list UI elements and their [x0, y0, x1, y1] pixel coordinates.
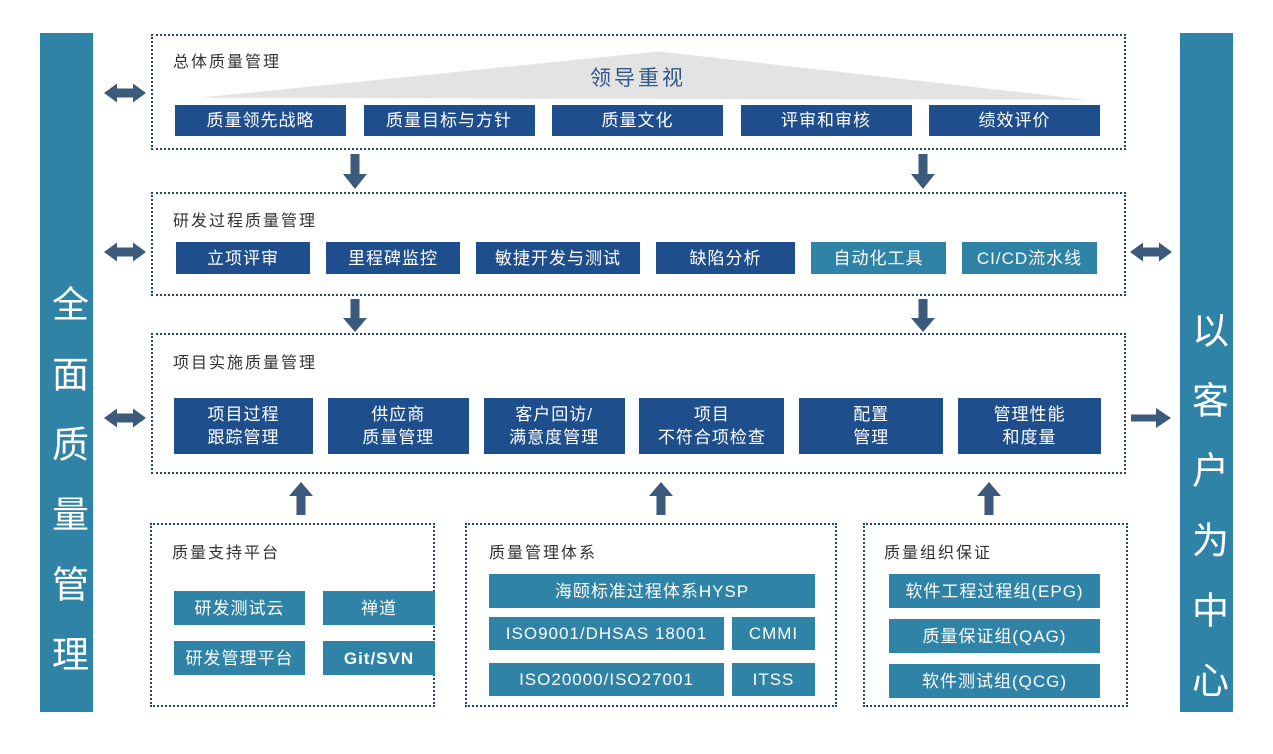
node-iso9001-dhsas18001: ISO9001/DHSAS 18001: [489, 617, 724, 650]
up-arrow-icon: [648, 482, 674, 515]
node-cicd-pipeline: CI/CD流水线: [962, 242, 1097, 274]
left-bar-label: 全面质量管理: [46, 285, 88, 705]
up-arrow-icon: [288, 482, 314, 515]
right-arrow-icon: [1131, 408, 1171, 428]
left-bar-total-quality: 全面质量管理: [40, 33, 93, 712]
node-qcg-group: 软件测试组(QCG): [889, 664, 1100, 698]
section-project-impl-quality: 项目实施质量管理 项目过程 跟踪管理 供应商 质量管理 客户回访/ 满意度管理 …: [151, 333, 1126, 474]
leadership-triangle: [198, 51, 1088, 100]
node-supplier-quality: 供应商 质量管理: [327, 398, 469, 454]
section-support-platform: 质量支持平台 研发测试云 禅道 研发管理平台 Git/SVN: [150, 523, 435, 707]
node-hysp-standard-process: 海颐标准过程体系HYSP: [489, 574, 815, 608]
node-quality-leading-strategy: 质量领先战略: [175, 105, 346, 136]
up-arrow-icon: [976, 482, 1002, 515]
node-git-svn: Git/SVN: [323, 641, 435, 675]
down-arrow-icon: [910, 154, 936, 189]
node-project-process-tracking: 项目过程 跟踪管理: [174, 398, 313, 454]
node-rd-test-cloud: 研发测试云: [174, 591, 305, 625]
section-title: 总体质量管理: [173, 54, 282, 71]
section-title: 项目实施质量管理: [173, 355, 318, 372]
section-rd-process-quality: 研发过程质量管理 立项评审 里程碑监控 敏捷开发与测试 缺陷分析 自动化工具 C…: [151, 192, 1126, 296]
left-right-arrow-icon: [103, 241, 147, 263]
right-bar-customer-centric: 以客户为中心: [1180, 33, 1233, 731]
right-bar-label: 以客户为中心: [1186, 311, 1228, 731]
node-defect-analysis: 缺陷分析: [656, 242, 795, 274]
node-performance-evaluation: 绩效评价: [929, 105, 1100, 136]
section-title: 质量管理体系: [489, 545, 598, 562]
node-itss: ITSS: [732, 663, 815, 696]
node-quality-goals-policy: 质量目标与方针: [363, 105, 535, 136]
section-overall-quality: 总体质量管理 领导重视 质量领先战略 质量目标与方针 质量文化 评审和审核 绩效…: [151, 34, 1126, 150]
node-agile-dev-testing: 敏捷开发与测试: [476, 242, 640, 274]
node-milestone-monitoring: 里程碑监控: [326, 242, 460, 274]
leadership-banner-label: 领导重视: [590, 67, 686, 90]
node-review-audit: 评审和审核: [740, 105, 912, 136]
node-automation-tools: 自动化工具: [811, 242, 946, 274]
node-performance-measurement: 管理性能 和度量: [957, 398, 1101, 454]
section-title: 研发过程质量管理: [173, 213, 318, 230]
node-epg-group: 软件工程过程组(EPG): [889, 574, 1100, 608]
down-arrow-icon: [342, 299, 368, 332]
down-arrow-icon: [342, 154, 368, 189]
node-configuration-management: 配置 管理: [799, 398, 944, 454]
node-nonconformity-check: 项目 不符合项检查: [639, 398, 785, 454]
node-iso20000-iso27001: ISO20000/ISO27001: [489, 663, 724, 696]
left-right-arrow-icon: [103, 82, 147, 104]
node-qag-group: 质量保证组(QAG): [889, 619, 1100, 653]
down-arrow-icon: [910, 299, 936, 332]
section-title: 质量组织保证: [884, 545, 993, 562]
node-project-initiation-review: 立项评审: [176, 242, 310, 274]
section-quality-system: 质量管理体系 海颐标准过程体系HYSP ISO9001/DHSAS 18001 …: [465, 523, 837, 707]
section-title: 质量支持平台: [172, 545, 281, 562]
node-quality-culture: 质量文化: [552, 105, 723, 136]
left-right-arrow-icon: [1129, 241, 1173, 263]
section-quality-org: 质量组织保证 软件工程过程组(EPG) 质量保证组(QAG) 软件测试组(QCG…: [863, 523, 1128, 707]
node-cmmi: CMMI: [732, 617, 815, 650]
left-right-arrow-icon: [103, 407, 147, 429]
node-customer-visit-satisfaction: 客户回访/ 满意度管理: [483, 398, 625, 454]
node-rd-management-platform: 研发管理平台: [174, 641, 305, 675]
node-zentao: 禅道: [323, 591, 435, 625]
